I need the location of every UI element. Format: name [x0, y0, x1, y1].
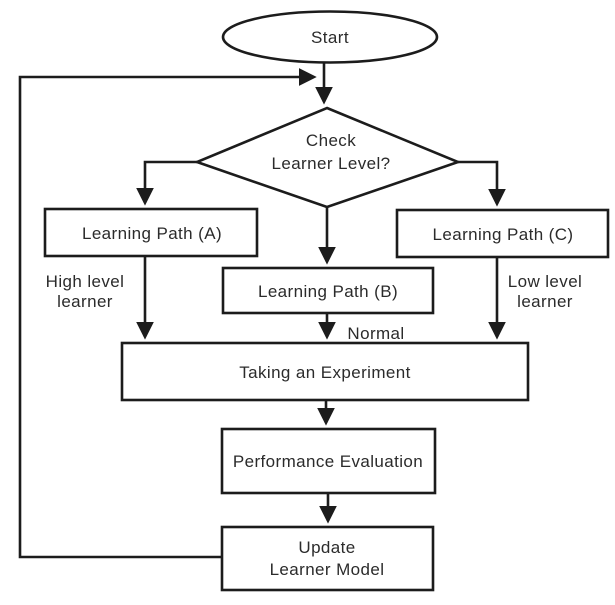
update-learner-model-label-line2: Learner Model [270, 560, 385, 579]
edge-label-low-level-line2: learner [517, 292, 573, 311]
edge-label-low-level-line1: Low level [508, 272, 582, 291]
edge-label-high-level-line2: learner [57, 292, 113, 311]
edge-feedback-update-to-start-line [18, 68, 317, 559]
learning-path-b-node [221, 266, 435, 315]
edge-label-normal: Normal [347, 324, 404, 343]
decision-node-label-line1: Check [306, 131, 356, 150]
learning-path-c-node [395, 208, 610, 259]
decision-node-label-line2: Learner Level? [271, 154, 390, 173]
taking-an-experiment-label: Taking an Experiment [239, 363, 410, 382]
learning-path-b-label: Learning Path (B) [258, 282, 398, 301]
performance-evaluation-node [220, 427, 437, 495]
start-node-label: Start [311, 28, 349, 47]
update-learner-model-label-line1: Update [298, 538, 355, 557]
learning-path-a-label: Learning Path (A) [82, 224, 222, 243]
update-learner-model-node [220, 525, 435, 592]
start-node [221, 10, 439, 64]
performance-evaluation-label: Performance Evaluation [233, 452, 423, 471]
learning-path-a-node [43, 207, 259, 258]
edge-label-high-level-line1: High level [46, 272, 125, 291]
decision-node [193, 106, 462, 209]
edge-decision-to-path-c [458, 160, 506, 207]
taking-an-experiment-node [120, 341, 530, 402]
edge-decision-to-path-a [136, 160, 197, 206]
learning-path-c-label: Learning Path (C) [433, 225, 574, 244]
